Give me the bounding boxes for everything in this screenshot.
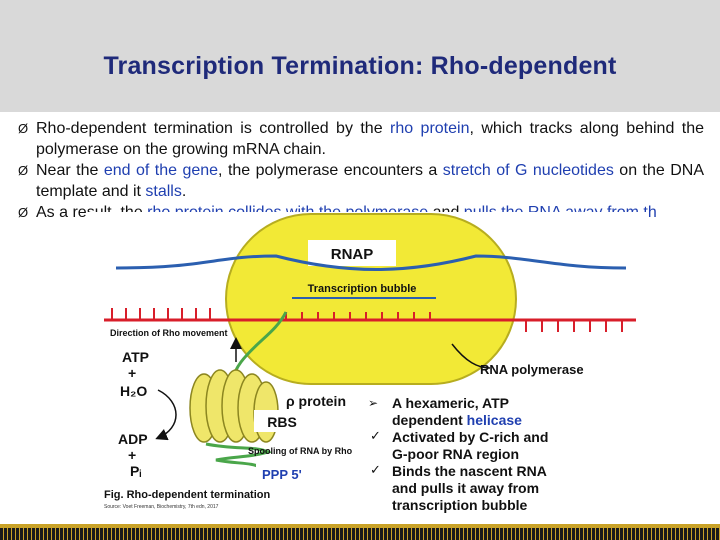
bullet-text: Rho-dependent termination is controlled … xyxy=(36,120,704,158)
bullet-text-part: . xyxy=(181,183,187,200)
rho-feature-list: ➢ A hexameric, ATP dependent helicase ✓ … xyxy=(368,395,548,513)
feature-line: dependent helicase xyxy=(392,412,522,428)
bullet-list: Ø Rho-dependent termination is controlle… xyxy=(18,118,704,223)
feature-line: A hexameric, ATP xyxy=(392,395,509,411)
dna-template-strand xyxy=(115,254,627,271)
plus-sign: + xyxy=(128,447,136,463)
bullet-text-part: Near the xyxy=(36,162,104,179)
atp-label: ATP xyxy=(122,349,149,365)
feature-line: Binds the nascent RNA xyxy=(392,463,547,479)
bubble-label: Transcription bubble xyxy=(308,283,417,295)
ppp-label-box xyxy=(256,464,312,484)
phosphate-label: Pᵢ xyxy=(130,463,141,479)
feature-line: Activated by C-rich and xyxy=(392,429,548,445)
figure-canvas: RNAP Transcription bubble Direction of R… xyxy=(104,213,636,513)
checkmark-icon: ✓ xyxy=(370,462,381,477)
rbs-label: RBS xyxy=(267,414,297,430)
spooled-rna xyxy=(205,442,273,470)
list-marker-icon: ➢ xyxy=(368,396,378,410)
bullet-item: Ø Near the end of the gene, the polymera… xyxy=(18,160,704,202)
bullet-highlight: rho protein xyxy=(390,120,470,137)
dna-base-rungs xyxy=(111,308,623,332)
figure-caption: Fig. Rho-dependent termination xyxy=(104,489,270,501)
rnap-label-box xyxy=(308,240,396,266)
ppp-label: PPP 5' xyxy=(262,467,302,482)
rho-protein-label: ρ protein xyxy=(286,393,346,409)
rho-termination-figure: RNAP Transcription bubble Direction of R… xyxy=(86,212,648,516)
figure-source: Source: Voet Freeman, Biochemistry, 7th … xyxy=(104,504,219,510)
bullet-arrow-icon: Ø xyxy=(18,205,29,220)
footer-stripe-gold xyxy=(0,524,720,528)
plus-sign: + xyxy=(128,365,136,381)
water-label: H₂O xyxy=(120,383,147,399)
bullet-highlight: stalls xyxy=(145,183,182,200)
spooling-label: Spooling of RNA by Rho xyxy=(248,446,353,456)
feature-line: transcription bubble xyxy=(392,497,528,513)
slide-title: Transcription Termination: Rho-dependent xyxy=(103,52,617,80)
checkmark-icon: ✓ xyxy=(370,428,381,443)
feature-text: dependent xyxy=(392,412,467,428)
feature-line: and pulls it away from xyxy=(392,480,539,496)
hydrolysis-arrow xyxy=(155,389,177,441)
bullet-item: Ø Rho-dependent termination is controlle… xyxy=(18,118,704,160)
bullet-highlight: end of the gene xyxy=(103,162,219,179)
bullet-text-part: , which tracks along behind the polymera… xyxy=(36,120,705,158)
adp-label: ADP xyxy=(118,431,148,447)
helicase-highlight: helicase xyxy=(467,412,522,428)
bullet-text-part: Rho-dependent termination is controlled … xyxy=(36,120,391,137)
bullet-arrow-icon: Ø xyxy=(18,163,29,178)
bullet-text-part: , the polymerase encounters a xyxy=(218,162,443,179)
bullet-text: Near the end of the gene, the polymerase… xyxy=(36,162,704,200)
rbs-label-box xyxy=(254,410,310,432)
footer-stripe-dark xyxy=(0,528,720,540)
rna-polymerase-label: RNA polymerase xyxy=(480,362,584,377)
bullet-arrow-icon: Ø xyxy=(18,121,29,136)
title-banner xyxy=(0,0,720,112)
direction-label: Direction of Rho movement xyxy=(110,328,228,338)
bullet-highlight: stretch of G nucleotides xyxy=(442,162,614,179)
polymerase-pointer xyxy=(451,343,491,369)
feature-line: G-poor RNA region xyxy=(392,446,519,462)
bullet-text-part: on the DNA template and it xyxy=(36,162,705,200)
rnap-label: RNAP xyxy=(331,246,374,263)
